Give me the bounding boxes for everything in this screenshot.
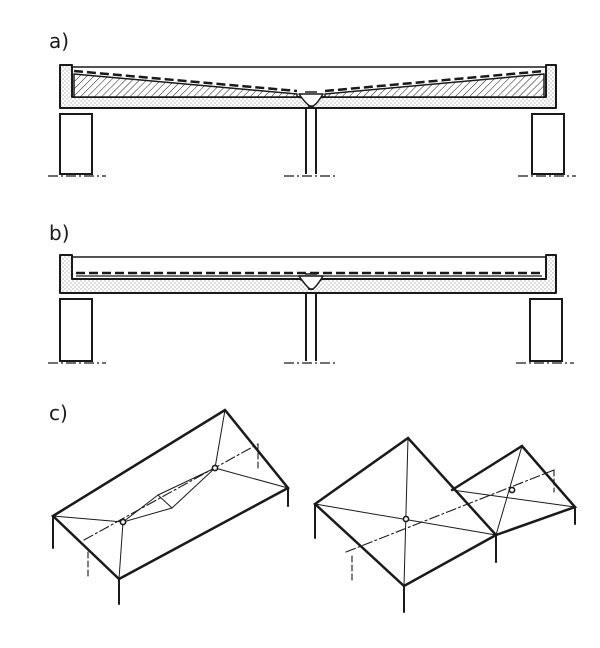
- column-right-a: [531, 113, 565, 175]
- iso-left-fall-lines: [52, 409, 289, 580]
- drain-point-left-2: [211, 464, 219, 472]
- iso-roof-right-outline-b: [450, 444, 578, 537]
- drain-point-left-1: [119, 518, 127, 526]
- drain-point-right-1: [402, 515, 410, 523]
- label-c: c): [49, 401, 68, 425]
- membrane-a-left: [73, 69, 298, 93]
- iso-right-fall-lines-a: [314, 437, 497, 587]
- column-left-b: [59, 298, 93, 362]
- iso-roof-right: [313, 436, 578, 613]
- section-a: a): [48, 29, 576, 177]
- columns-b: [59, 293, 563, 362]
- column-right-b: [529, 298, 563, 362]
- iso-right-axis: [345, 469, 555, 553]
- section-b: b): [48, 221, 574, 364]
- columns-a: [59, 108, 565, 175]
- membrane-a-right: [324, 69, 545, 93]
- drain-outlet-a: [298, 93, 324, 107]
- sloped-screed-left: [73, 73, 298, 98]
- drain-outlet-b: [298, 275, 324, 290]
- iso-left-axis: [83, 443, 259, 541]
- section-c: c): [49, 401, 578, 613]
- iso-roof-left: [50, 408, 290, 605]
- label-b: b): [49, 221, 70, 245]
- drain-point-right-2: [508, 486, 516, 494]
- roof-slab-a: [59, 64, 557, 109]
- roof-slab-b: [59, 254, 557, 294]
- column-left-a: [59, 113, 93, 175]
- sloped-screed-right: [324, 73, 545, 98]
- label-a: a): [49, 29, 69, 53]
